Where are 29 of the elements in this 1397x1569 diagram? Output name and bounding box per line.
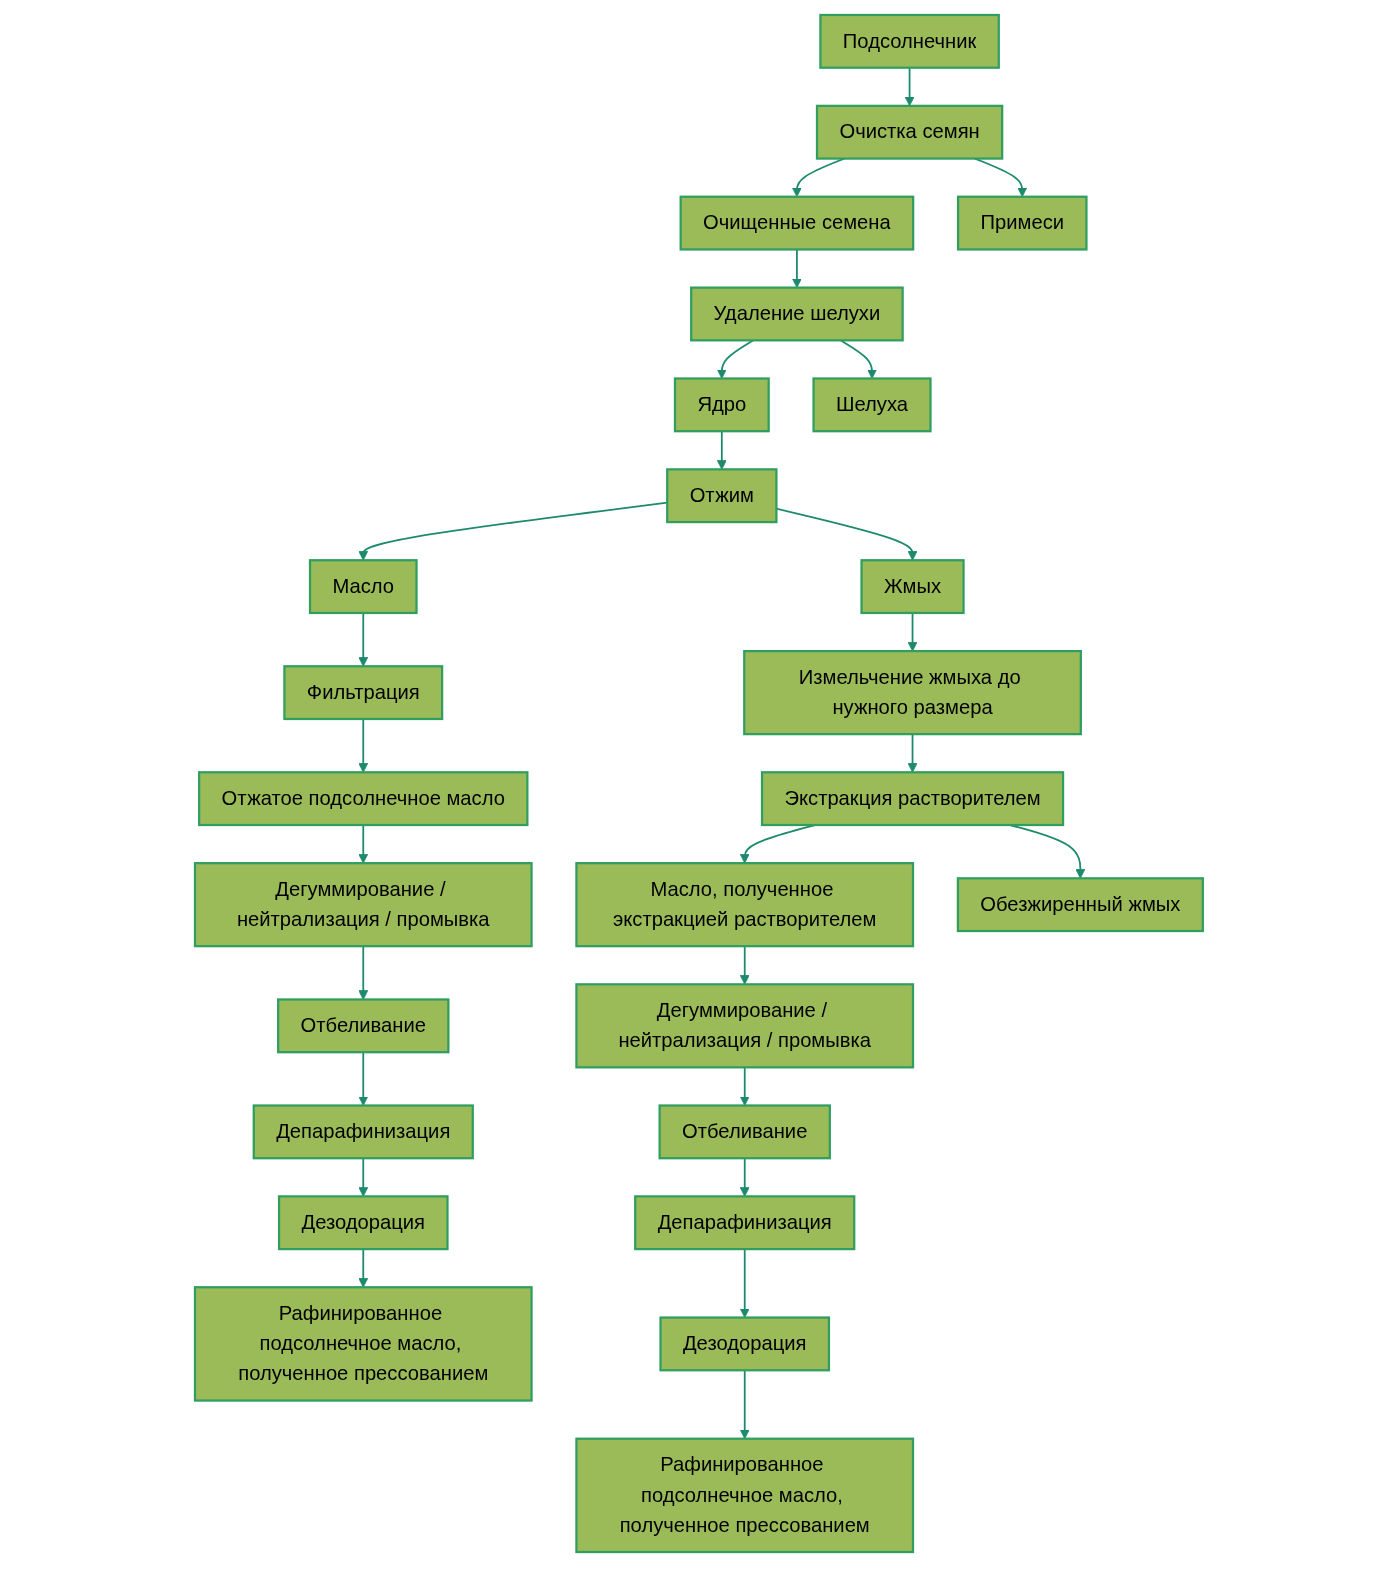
node-box: Масло, полученное экстракцией растворителем [574, 862, 914, 948]
node-box: Экстракция растворителем [760, 771, 1064, 827]
arrow [357, 718, 368, 773]
node-box: Очищенные семена [679, 195, 914, 251]
node-box: Обезжиренный жмых [956, 877, 1204, 933]
node-box: Фильтрация [282, 665, 443, 721]
node-box: Жмых [860, 559, 965, 615]
node-box: Отбеливание [276, 998, 450, 1054]
node-box: Масло [308, 559, 418, 615]
node-box: Удаление шелухи [689, 286, 904, 342]
node-box: Шелуха [812, 377, 932, 433]
node-box: Дезодорация [277, 1195, 449, 1251]
node-box: Рафинированное подсолнечное масло, полученное прессованием [574, 1437, 914, 1554]
node-box: Измельчение жмыха до нужного размера [742, 650, 1082, 736]
node-box: Рафинированное подсолнечное масло, полученное прессованием [193, 1286, 533, 1402]
node-box: Дезодорация [659, 1316, 830, 1372]
node-box: Депарафинизация [633, 1195, 855, 1251]
node-box: Дегуммирование / нейтрализация / промывка [574, 983, 914, 1069]
node-box: Дегуммирование / нейтрализация / промывка [193, 862, 533, 948]
node-box: Примеси [956, 195, 1088, 251]
node-box: Подсолнечник [818, 13, 1000, 69]
arrow [357, 612, 368, 667]
node-box: Очистка семян [815, 104, 1003, 160]
node-box: Ядро [673, 377, 770, 433]
node-box: Депарафинизация [252, 1104, 474, 1160]
node-box: Отжим [665, 468, 778, 524]
arrow [907, 612, 918, 652]
node-box: Отжатое подсолнечное масло [197, 771, 529, 827]
node-box: Отбеливание [658, 1104, 831, 1160]
